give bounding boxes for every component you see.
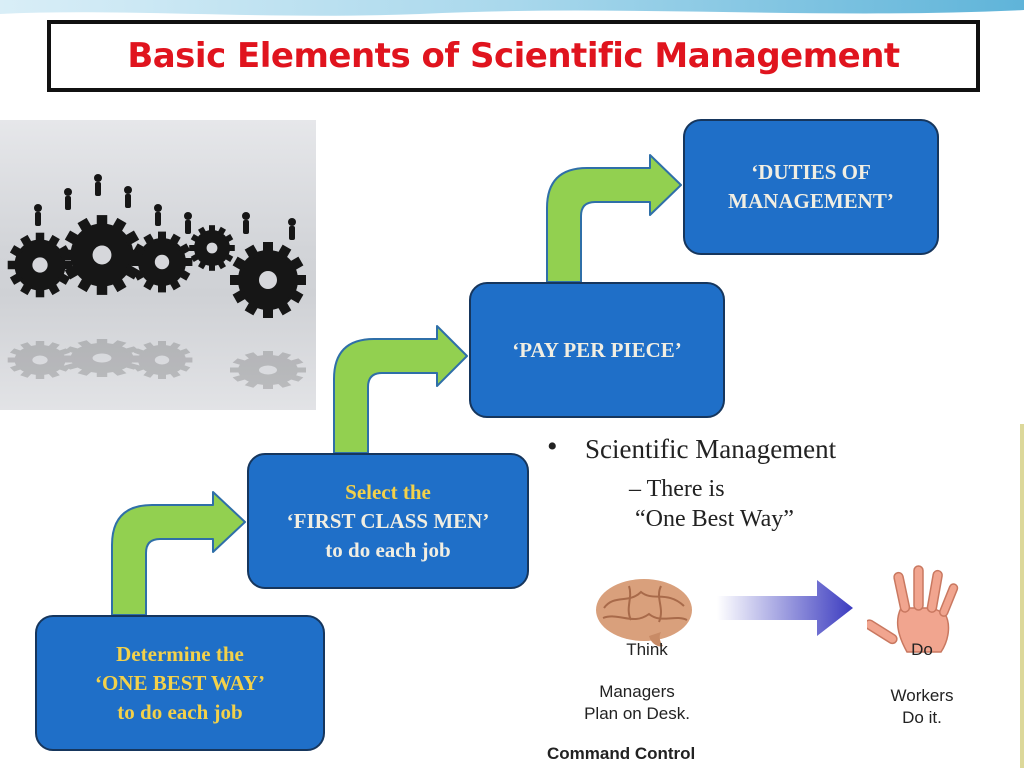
step-1-line-2: ‘ONE BEST WAY’ bbox=[94, 670, 265, 695]
slide-title: Basic Elements of Scientific Management bbox=[127, 36, 900, 76]
step-1-line-3: to do each job bbox=[117, 699, 243, 724]
brain-icon bbox=[596, 579, 692, 647]
bullet-heading: Scientific Management bbox=[585, 434, 837, 464]
footer-command-control: Command Control bbox=[547, 744, 696, 763]
step-2-first-class-men: Select the ‘FIRST CLASS MEN’ to do each … bbox=[247, 453, 529, 589]
step-3-line-1: ‘PAY PER PIECE’ bbox=[512, 337, 682, 362]
think-label: Think bbox=[626, 640, 668, 659]
step-arrow-3 bbox=[546, 154, 682, 283]
step-arrow-2 bbox=[333, 325, 468, 454]
step-arrow-1 bbox=[111, 491, 246, 616]
managers-line-2: Plan on Desk. bbox=[584, 704, 690, 723]
workers-line-2: Do it. bbox=[902, 708, 942, 727]
panel-edge-border bbox=[1020, 424, 1024, 768]
step-4-duties-of-management: ‘DUTIES OF MANAGEMENT’ bbox=[683, 119, 939, 255]
workers-line-1: Workers bbox=[890, 686, 954, 705]
hand-icon bbox=[867, 565, 959, 653]
step-4-line-1: ‘DUTIES OF bbox=[751, 160, 871, 184]
do-label: Do bbox=[911, 640, 933, 659]
scientific-management-panel: • Scientific Management – There is “One … bbox=[537, 424, 1024, 768]
sub-point-line-2: “One Best Way” bbox=[635, 506, 794, 532]
step-1-one-best-way: Determine the ‘ONE BEST WAY’ to do each … bbox=[35, 615, 325, 751]
title-box: Basic Elements of Scientific Management bbox=[47, 20, 980, 92]
bullet-dot: • bbox=[547, 430, 558, 463]
think-to-do-arrow-icon bbox=[717, 580, 853, 636]
gears-people-photo bbox=[0, 120, 316, 410]
step-2-line-2: ‘FIRST CLASS MEN’ bbox=[286, 508, 490, 533]
step-2-line-1: Select the bbox=[345, 479, 431, 504]
step-4-line-2: MANAGEMENT’ bbox=[728, 189, 894, 213]
gears-illustration bbox=[7, 174, 306, 389]
sub-point-line-1: – There is bbox=[629, 476, 725, 502]
step-3-pay-per-piece: ‘PAY PER PIECE’ bbox=[469, 282, 725, 418]
step-1-line-1: Determine the bbox=[116, 641, 244, 666]
top-wave-decoration bbox=[0, 0, 1024, 16]
step-2-line-3: to do each job bbox=[325, 537, 451, 562]
managers-line-1: Managers bbox=[599, 682, 675, 701]
